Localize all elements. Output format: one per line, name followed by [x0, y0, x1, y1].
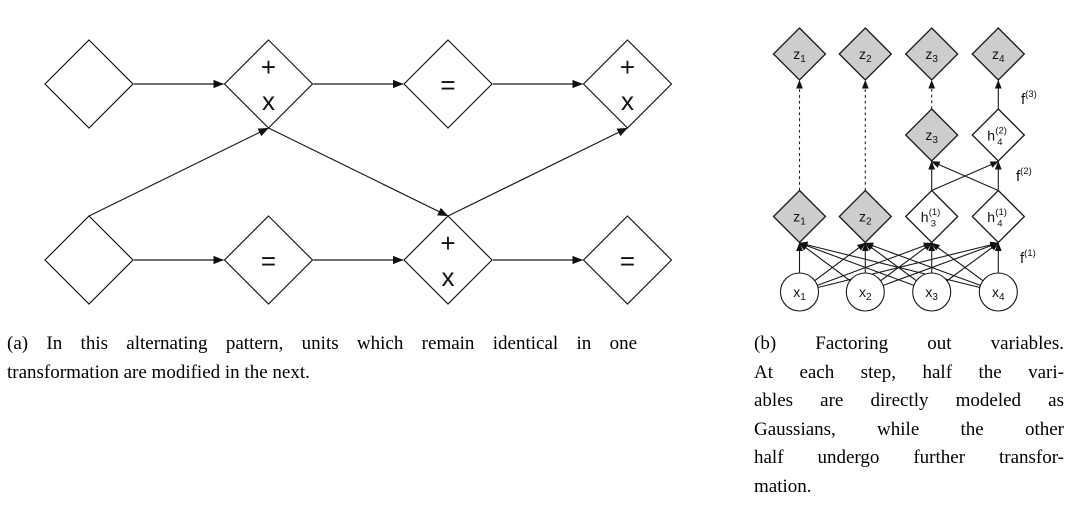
input-node	[779, 272, 820, 312]
caption-line: mation.	[754, 475, 812, 497]
caption-a: (a) In this alternating pattern, units w…	[7, 330, 637, 387]
diamond-unit	[582, 39, 673, 129]
latent-node-shaded	[838, 27, 893, 81]
operation-symbol: x	[262, 86, 275, 116]
hidden-node	[971, 189, 1026, 244]
node-label: h	[921, 209, 929, 225]
operation-symbol: x	[621, 86, 634, 116]
layer-function-label: f(2)	[1016, 166, 1032, 185]
caption-line: transformation are modified in the next.	[7, 361, 310, 383]
caption-line: half undergo further transfor-	[754, 447, 1064, 468]
diamond-unit	[403, 215, 493, 305]
caption-line: (b) Factoring out variables.	[754, 333, 1064, 354]
input-node	[978, 272, 1018, 312]
caption-line: ables are directly modeled as	[754, 390, 1064, 411]
diamond-unit	[223, 39, 314, 129]
diamond-unit	[223, 215, 314, 305]
operation-symbol: x	[442, 262, 455, 292]
dependency-arrow	[864, 242, 999, 293]
latent-node-shaded	[838, 189, 893, 244]
node-label-sup: (1)	[929, 207, 941, 218]
caption-line: At each step, half the vari-	[754, 361, 1064, 383]
diamond-unit	[582, 215, 673, 305]
node-label: h	[987, 209, 995, 225]
operation-symbol: =	[620, 246, 635, 276]
dependency-arrow	[799, 241, 999, 293]
operation-symbol: =	[261, 246, 276, 276]
diamond-unit	[44, 215, 134, 305]
crossover-arrow	[447, 127, 628, 217]
crossover-arrow	[268, 127, 449, 217]
operation-symbol: +	[261, 52, 276, 82]
diagram-a-alternating-pattern: + x = + x = + x =	[44, 39, 673, 305]
dependency-arrow	[931, 160, 999, 192]
node-label-sub: 4	[997, 137, 1002, 148]
layer-function-label: f(3)	[1021, 89, 1037, 108]
diamond-unit	[44, 39, 134, 129]
input-node	[845, 272, 885, 312]
caption-line: Gaussians, while the other	[754, 418, 1064, 440]
latent-node-shaded	[772, 189, 827, 244]
node-label-sup: (2)	[995, 126, 1007, 137]
latent-node-shaded	[904, 108, 959, 162]
node-label-sub: 4	[997, 219, 1002, 230]
caption-b: (b) Factoring out variables. At each step…	[754, 330, 1064, 501]
input-node	[912, 272, 952, 312]
diamond-unit	[403, 39, 493, 129]
operation-symbol: =	[440, 70, 455, 100]
operation-symbol: +	[620, 52, 635, 82]
hidden-node	[971, 108, 1026, 162]
latent-node-shaded	[772, 27, 827, 81]
operation-symbol: +	[440, 228, 455, 258]
crossover-arrow	[88, 127, 269, 217]
node-label-sub: 3	[931, 219, 936, 230]
caption-line: (a) In this alternating pattern, units w…	[7, 333, 637, 354]
hidden-node	[904, 189, 959, 244]
latent-node-shaded	[904, 27, 959, 81]
node-label: h	[987, 128, 995, 144]
node-label-sup: (1)	[995, 207, 1007, 218]
dependency-arrow	[799, 242, 932, 293]
layer-function-label: f(1)	[1020, 248, 1036, 267]
latent-node-shaded	[971, 27, 1026, 81]
